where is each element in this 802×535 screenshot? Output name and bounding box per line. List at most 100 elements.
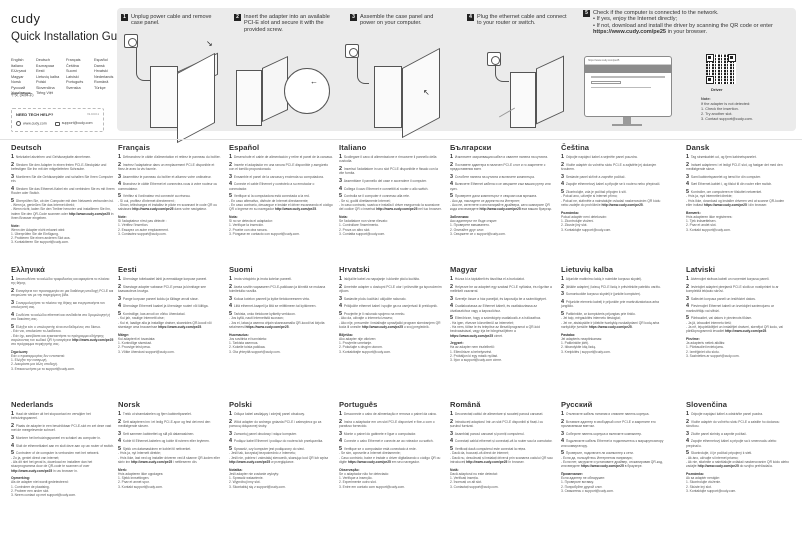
instruction-step: 1 Haal de stekker uit het stopcontact en…	[11, 411, 91, 421]
driver-url-link[interactable]: https://www.cudy.com/pe25	[158, 324, 202, 329]
instruction-step: 4 Zapojte ethernetový kábel a pripojte s…	[686, 438, 777, 448]
language-section-9: Eesti 1 Ühendage toitekaabel lahti ja ee…	[118, 265, 222, 354]
instruction-step: 5 Verifique si la computadora está conec…	[229, 193, 333, 212]
text-line	[591, 86, 651, 88]
driver-url-link[interactable]: http://www.cudy.com/pe25	[229, 459, 271, 464]
section-title: Čeština	[561, 143, 590, 152]
instruction-step: 4 Συνδέστε το καλώδιο ethernet και συνδε…	[11, 311, 111, 322]
qr-label: Driver	[711, 87, 723, 92]
note-line: 2. Experimente outro slot.	[339, 480, 377, 485]
note-line: 3. Contatta support@cudy.com.	[339, 231, 386, 236]
qr-code-icon[interactable]	[706, 54, 736, 84]
note-line: Εάν ο προσαρμογέας δεν εντοπιστεί:	[11, 353, 65, 358]
note-line: Ако адаптерът не бъде открит:	[450, 218, 498, 223]
instruction-step: 5 Vérifiez si l'ordinateur est connecté …	[118, 193, 217, 212]
driver-url-link[interactable]: http://www.cudy.com/pe25	[697, 464, 739, 469]
driver-url-link[interactable]: https://www.cudy.com/pe25	[580, 464, 624, 469]
section-title: Hrvatski	[339, 265, 370, 274]
instruction-step: 4 Pievienojiet Ethernet kabeli un izveid…	[686, 303, 774, 313]
step-text: Insert the adapter into an available PCI…	[244, 14, 330, 33]
note-line: 1. Проверете вмъкването.	[450, 223, 490, 228]
driver-url-link[interactable]: https://www.cudy.com/pe25	[703, 202, 747, 207]
step-2: 2 Insert the adapter into an available P…	[234, 14, 334, 33]
driver-url-link[interactable]: http://www.cudy.com/pe25	[479, 207, 521, 212]
driver-url-link[interactable]: https://www.cudy.com/pe25	[450, 333, 494, 338]
language-item: English	[11, 58, 24, 62]
note-line: Als de adapter niet wordt gedetecteerd:	[11, 480, 69, 485]
driver-url-link[interactable]: http://www.cudy.com/pe25	[466, 459, 508, 464]
pc-tower-icon	[150, 66, 178, 128]
driver-url-link[interactable]: http://www.cudy.com/pe25	[131, 459, 173, 464]
language-item: Português	[66, 80, 84, 84]
section-title: Polski	[229, 400, 252, 409]
instruction-step: 3 Salieciet korpusa paneli un ieslēdziet…	[686, 295, 757, 302]
note-line: 3. Entre em contato com support@cudy.com…	[339, 484, 405, 489]
email-link[interactable]: support@cudy.com	[54, 121, 92, 126]
driver-url-link[interactable]: http://www.cudy.com/pe25	[725, 329, 767, 334]
note-line: 1. Pārbaudiet ievietojumu.	[686, 345, 725, 350]
instruction-step: 3 Assemblez le panneau du boîtier et all…	[118, 173, 212, 180]
note-line: 2. Išbandykite kitą lizdą.	[561, 345, 597, 350]
driver-url-link[interactable]: http://www.cudy.com/pe25	[601, 202, 643, 207]
instruction-step: 3 Sestavte panel skříně a zapněte počíta…	[561, 173, 626, 180]
instruction-step: 4 Ühendage Etherneti kaabel ja ühendage …	[118, 303, 209, 310]
section-title: Dansk	[686, 143, 710, 152]
language-item: Nederlands	[94, 74, 114, 79]
instruction-step: 1 Tag strømkablet ud, og fjern kabinetsp…	[686, 154, 757, 160]
instruction-step: 4 Branchez le câble Ethernet et connecte…	[118, 181, 218, 191]
language-item: Magyar	[11, 74, 24, 79]
note-line: 1. Überprüfen Sie die Einfügung.	[11, 231, 59, 236]
driver-url-link[interactable]: https://www.cudy.com/pe25	[347, 459, 391, 464]
instruction-step: 5 Provjerite je li računalo spojeno na m…	[339, 311, 441, 329]
header-band: cudy Quick Installation Guide English De…	[0, 0, 802, 144]
instruction-step: 2 Inserte el adaptador en una ranura PCI…	[229, 161, 329, 171]
note-line: 1. Patikrinkite įdėtį.	[561, 340, 589, 345]
website-link[interactable]: www.cudy.com	[16, 121, 47, 126]
language-item: Español	[94, 58, 108, 62]
note-title: Huomautus:	[229, 332, 249, 337]
language-section-4: Italiano 1 Scollegare il cavo di aliment…	[339, 143, 443, 236]
note-line: 3. Írjon a support@cudy.com címre.	[450, 358, 503, 363]
driver-url-link[interactable]: https://www.cudy.com/pe25	[588, 324, 632, 329]
driver-url-link[interactable]: http://www.cudy.com/pe25	[132, 207, 174, 212]
instruction-step: 1 Débranchez le câble d'alimentation et …	[118, 154, 221, 160]
driver-url-link[interactable]: http://www.cudy.com/pe25	[72, 337, 114, 342]
note-title: Bilješka:	[339, 332, 353, 337]
note-line: 1. Verificați inserția.	[450, 475, 479, 480]
page-title: Quick Installation Guide	[11, 31, 133, 43]
instruction-step: 4 Collega il cavo Ethernet e connettiti …	[339, 185, 429, 192]
language-section-16: Norsk 1 Trekk ut strømkabelen og fjern k…	[118, 400, 222, 489]
instruction-step: 2 Aseta sovitin vapaaseen PCI-E-paikkaan…	[229, 283, 326, 293]
language-item: Latviski	[66, 74, 79, 79]
instruction-step: 5 Проверете дали компютърът е свързан къ…	[450, 193, 553, 212]
driver-url-link[interactable]: http://www.cudy.com/pe25	[68, 211, 110, 216]
note-title: Märge:	[118, 332, 130, 337]
driver-url-link[interactable]: http://www.cudy.com/pe25	[376, 207, 418, 212]
instruction-step: 5 Проверьте, подключен ли компьютер к се…	[561, 450, 663, 469]
power-cable-icon	[357, 58, 369, 84]
note-title: Poznámka:	[561, 210, 579, 215]
note-line: 1. Ellenőrizze a behelyezést.	[450, 349, 492, 354]
step-text: Check if the computer is connected to th…	[593, 10, 719, 16]
driver-url-link[interactable]: http://www.cudy.com/pe25	[361, 324, 403, 329]
driver-url-link[interactable]: http://www.cudy.com/pe25	[11, 468, 53, 473]
instruction-step: 4 Conectați cablul ethernet și conectați…	[450, 438, 553, 445]
note-line: Если адаптер не обнаружен:	[561, 475, 606, 480]
instruction-step: 4 Подключите кабель Ethernet и подключит…	[561, 438, 664, 448]
driver-url-link[interactable]: https://www.cudy.com/pe25	[593, 29, 667, 36]
note-line: 3. Kontaktirajte support@cudy.com.	[339, 349, 392, 354]
instruction-step: 2 Włóż adapter do wolnego gniazda PCI-E …	[229, 418, 322, 428]
instruction-step: 3 Sumontuokite korpuso skydelį ir įjunki…	[561, 291, 641, 298]
driver-url-link[interactable]: http://www.cudy.com/pe25	[274, 207, 317, 212]
language-item: Eesti	[36, 69, 45, 73]
driver-url-link[interactable]: https://www.cudy.com/pe25	[245, 324, 289, 329]
note-line: 1. Verifique a inserção.	[339, 475, 373, 480]
note-line: 3. Neem contact op met support@cudy.com.	[11, 493, 77, 498]
note-line: Ak sa adaptér nenájde:	[686, 475, 720, 480]
note-title: Bemærk:	[686, 210, 701, 215]
note-line: Si no se detecta el adaptador:	[229, 218, 273, 223]
note-line: 3. Póngase en contacto con support@cudy.…	[229, 231, 300, 236]
instruction-step: 3 Pange korpuse paneel kokku ja lülitage…	[118, 295, 199, 302]
note-title: Note:	[118, 214, 127, 219]
note-line: 1. Vérifiez l'insertion.	[118, 223, 149, 228]
